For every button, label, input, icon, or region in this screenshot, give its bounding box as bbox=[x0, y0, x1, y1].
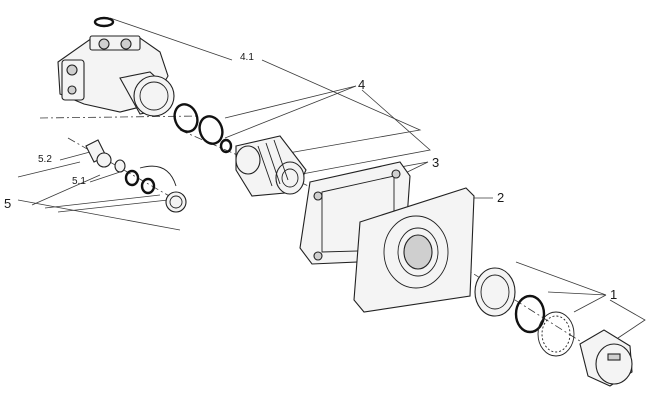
mixer-body bbox=[57, 16, 175, 117]
callout-5: 5 bbox=[4, 196, 12, 211]
callout-3: 3 bbox=[432, 155, 440, 170]
callout-4: 4 bbox=[358, 77, 366, 92]
callout-5-1: 5.1 bbox=[72, 176, 86, 187]
o-rings-upper bbox=[173, 103, 233, 154]
callout-5-2: 5.2 bbox=[38, 154, 52, 165]
top-o-ring bbox=[93, 16, 115, 28]
cartridge bbox=[235, 135, 307, 197]
callout-4-1: 4.1 bbox=[240, 52, 254, 63]
cover-plate bbox=[353, 187, 475, 313]
handle-group bbox=[474, 267, 633, 387]
callout-2: 2 bbox=[497, 190, 505, 205]
small-parts bbox=[85, 139, 187, 213]
callout-1: 1 bbox=[610, 287, 618, 302]
